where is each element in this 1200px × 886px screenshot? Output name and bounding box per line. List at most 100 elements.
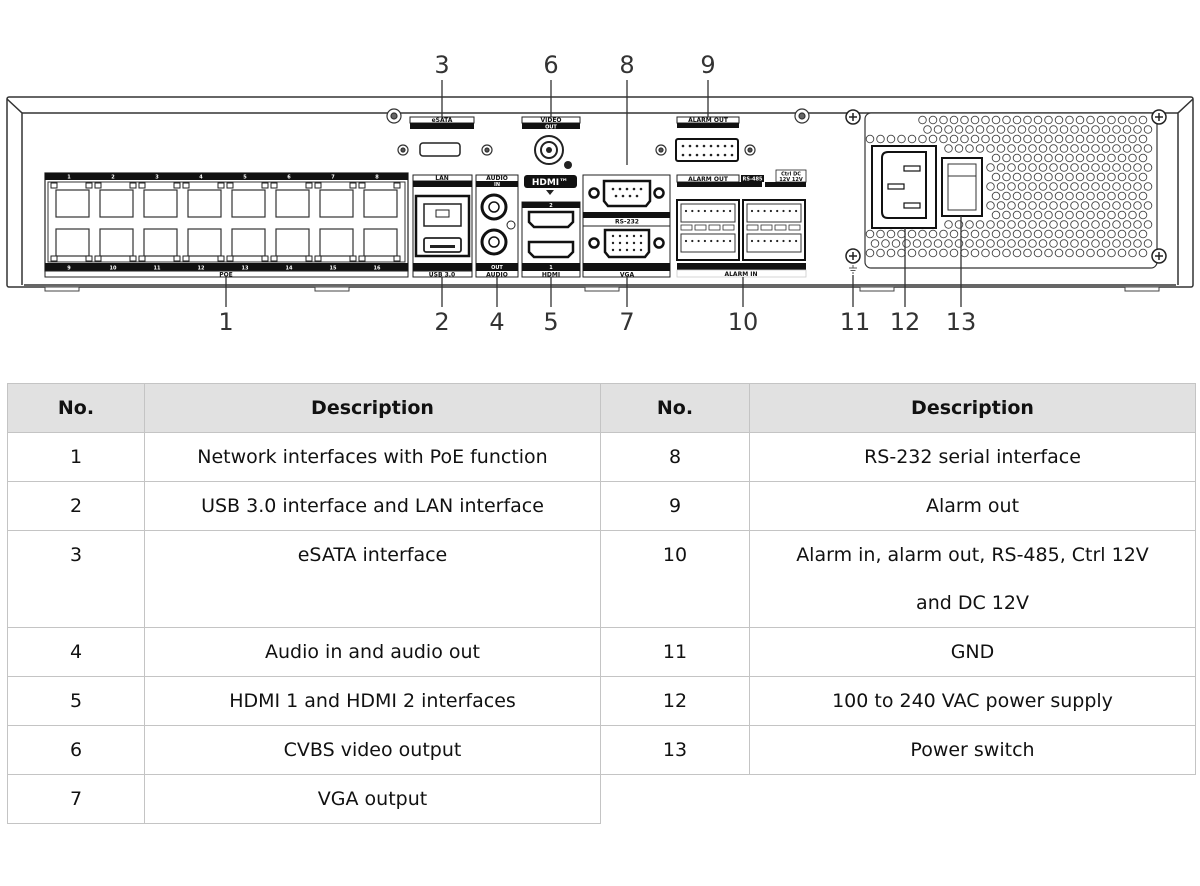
callout-leaders [225, 80, 962, 307]
callout-4: 4 [489, 308, 504, 336]
rs485-label: RS-485 [743, 177, 763, 183]
alarm-out-label: ALARM OUT [688, 176, 729, 183]
poe-port-number: 15 [330, 266, 337, 272]
vga-label: VGA [620, 272, 635, 279]
cell-no: 10 [600, 530, 750, 628]
alarm-out-top-label: ALARM OUT [688, 117, 729, 124]
chassis-feet [44, 286, 1160, 292]
cell-description-line-1: Alarm in, alarm out, RS-485, Ctrl 12V [796, 544, 1149, 566]
rj45-port [55, 189, 90, 218]
header-description: Description [144, 383, 601, 433]
table-header-row: No. Description No. Description [7, 383, 1196, 433]
rj45-port [319, 228, 354, 257]
video-label: VIDEO [540, 117, 561, 124]
rs232-vga-ports: RS-232 VGA [582, 174, 671, 279]
ctrl-dc-voltage-label: 12V 12V [779, 177, 803, 183]
cell-no: 8 [600, 432, 750, 482]
poe-port-number: 13 [242, 266, 249, 272]
esata-label: eSATA [432, 117, 453, 124]
cell-description: VGA output [144, 774, 601, 824]
rs232-label: RS-232 [615, 219, 639, 226]
table-row: 5 HDMI 1 and HDMI 2 interfaces 12 100 to… [7, 676, 1196, 726]
header-no-2: No. [600, 383, 750, 433]
interface-table: No. Description No. Description 1 Networ… [7, 383, 1196, 824]
poe-port-number: 8 [375, 175, 379, 181]
audio-ports: AUDIO IN OUT AUDIO [475, 174, 519, 279]
rj45-port [231, 189, 266, 218]
rj45-port [55, 228, 90, 257]
cell-no: 4 [7, 627, 145, 677]
callout-11: 11 [840, 308, 871, 336]
callout-numbers: 3 6 8 9 1 2 4 5 7 10 11 12 13 [218, 51, 976, 336]
audio-out-label: OUT [491, 265, 503, 271]
audio-bottom-label: AUDIO [486, 272, 508, 279]
rj45-port [99, 228, 134, 257]
poe-port-number: 2 [111, 175, 115, 181]
poe-port-number: 10 [110, 266, 117, 272]
alarm-io-terminals: ALARM OUT RS-485 Ctrl DC 12V 12V ALARM I… [676, 169, 807, 278]
alarm-in-label: ALARM IN [724, 271, 757, 278]
table-row: 4 Audio in and audio out 11 GND [7, 627, 1196, 677]
header-no: No. [7, 383, 145, 433]
rj45-port [187, 228, 222, 257]
video-out-sublabel: OUT [545, 125, 557, 131]
callout-12: 12 [890, 308, 921, 336]
rj45-port [275, 228, 310, 257]
rj45-port [363, 189, 398, 218]
video-out-bnc: VIDEO OUT [521, 116, 581, 169]
cell-description: Audio in and audio out [144, 627, 601, 677]
hdmi-ports: HDMI™ 2 1 HDMI [521, 175, 581, 279]
hdmi-bottom-label: HDMI [542, 272, 560, 279]
cell-description: Power switch [749, 725, 1196, 775]
rj45-port [143, 228, 178, 257]
callout-9: 9 [700, 51, 715, 79]
alarm-out-terminal: ALARM OUT [675, 116, 740, 162]
callout-2: 2 [434, 308, 449, 336]
empty-cell [749, 774, 1196, 824]
cell-no: 5 [7, 676, 145, 726]
cell-no: 13 [600, 725, 750, 775]
rj45-port [143, 189, 178, 218]
poe-label: POE [219, 272, 233, 279]
callout-1: 1 [218, 308, 233, 336]
cell-description: GND [749, 627, 1196, 677]
callout-13: 13 [946, 308, 977, 336]
poe-port-number: 5 [243, 175, 247, 181]
empty-cell [600, 774, 750, 824]
cell-no: 6 [7, 725, 145, 775]
cell-no: 12 [600, 676, 750, 726]
poe-port-number: 3 [155, 175, 159, 181]
poe-port-number: 12 [198, 266, 205, 272]
table-row: 6 CVBS video output 13 Power switch [7, 725, 1196, 775]
rj45-port [187, 189, 222, 218]
table-row: 1 Network interfaces with PoE function 8… [7, 432, 1196, 482]
header-description-2: Description [749, 383, 1196, 433]
psu-screws [845, 109, 1167, 264]
usb-label: USB 3.0 [429, 272, 455, 279]
callout-5: 5 [543, 308, 558, 336]
rj45-port [231, 228, 266, 257]
poe-port-number: 11 [154, 266, 161, 272]
poe-port-number: 4 [199, 175, 203, 181]
hdmi-1-label: 1 [549, 265, 553, 271]
power-supply [864, 112, 1158, 269]
cell-no: 3 [7, 530, 145, 628]
table-row: 2 USB 3.0 interface and LAN interface 9 … [7, 481, 1196, 531]
callout-6: 6 [543, 51, 558, 79]
lan-label: LAN [435, 175, 449, 182]
audio-in-label: IN [494, 182, 500, 188]
cell-description: USB 3.0 interface and LAN interface [144, 481, 601, 531]
cell-description: Network interfaces with PoE function [144, 432, 601, 482]
screw-icons [386, 108, 810, 156]
cell-no: 2 [7, 481, 145, 531]
poe-port-number: 6 [287, 175, 291, 181]
cell-description: CVBS video output [144, 725, 601, 775]
poe-port-number: 9 [67, 266, 71, 272]
cell-description: HDMI 1 and HDMI 2 interfaces [144, 676, 601, 726]
cell-no: 7 [7, 774, 145, 824]
poe-port-number: 1 [67, 175, 71, 181]
table-row: 3 eSATA interface 10 Alarm in, alarm out… [7, 530, 1196, 628]
cell-no: 1 [7, 432, 145, 482]
